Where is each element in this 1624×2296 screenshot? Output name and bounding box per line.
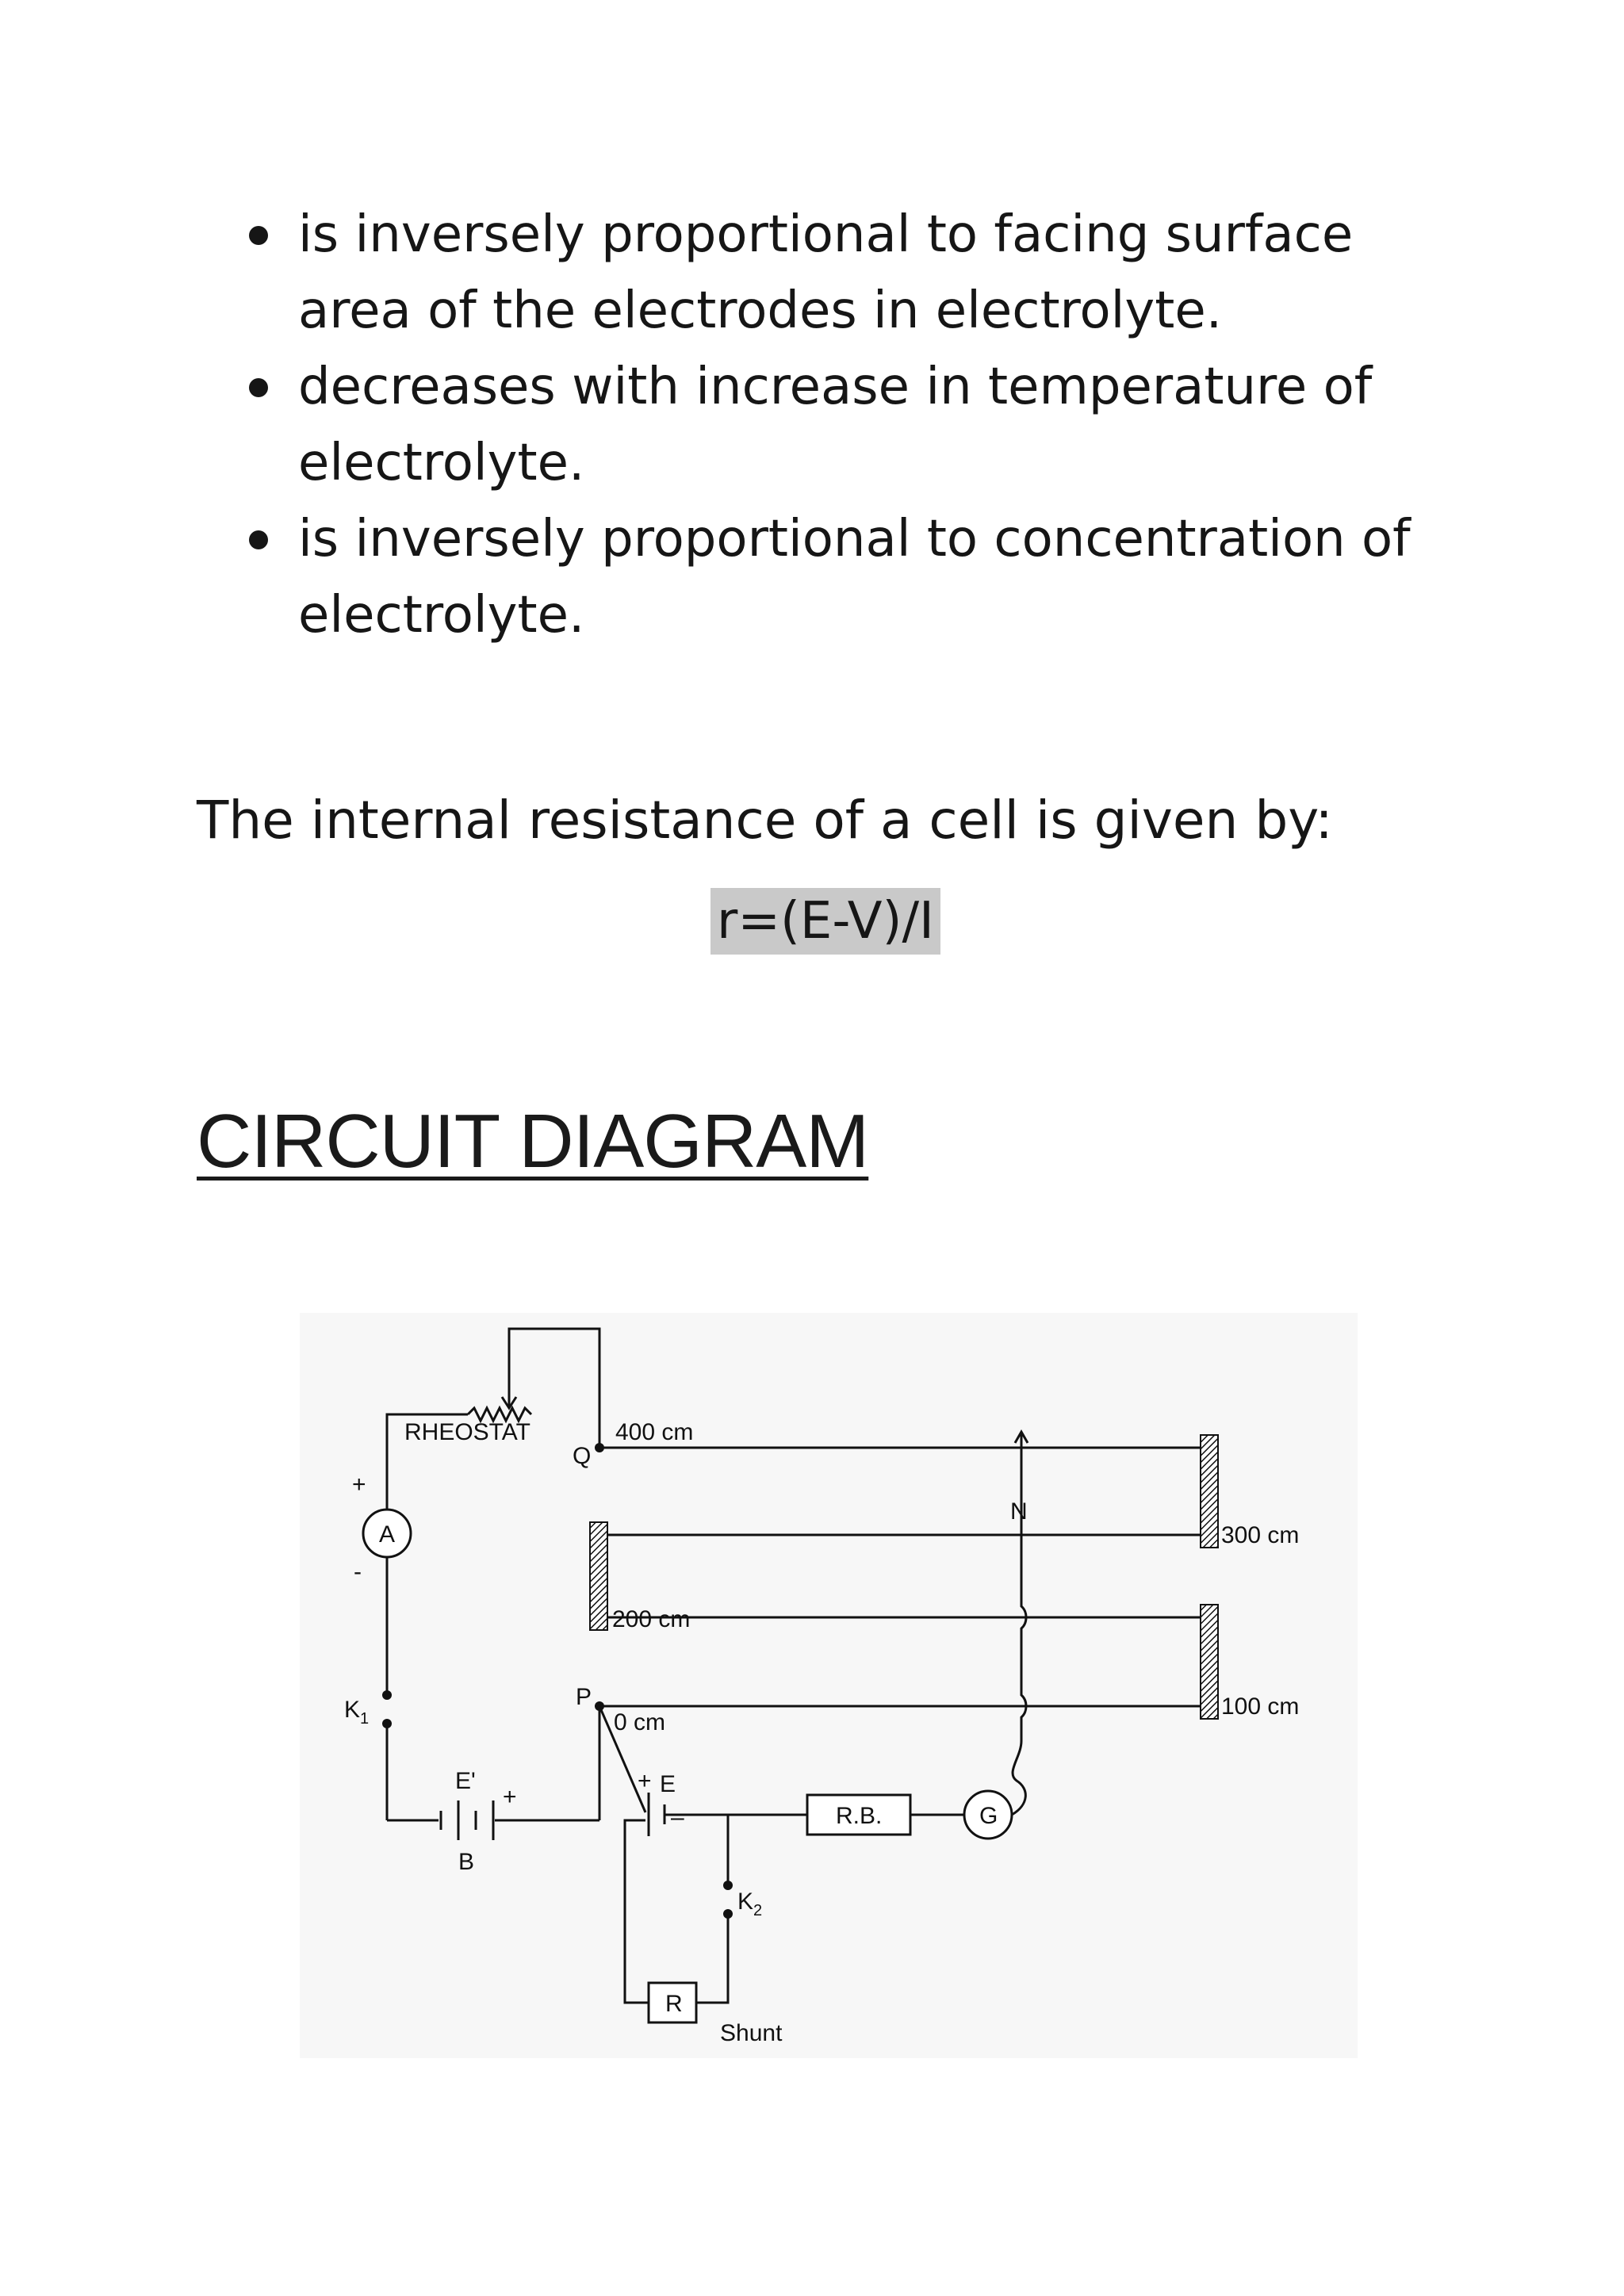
scale-0-label: 0 cm <box>614 1709 665 1735</box>
driver-cell-plus-label: + <box>503 1784 517 1810</box>
cell-plus-label: + <box>638 1768 652 1794</box>
scale-300-label: 300 cm <box>1221 1522 1299 1548</box>
shunt-label: Shunt <box>720 2020 783 2046</box>
left-wire-top <box>385 1413 468 1509</box>
rheostat-coil <box>466 1405 533 1424</box>
bullet-text: decreases with increase in temperature o… <box>298 358 1373 492</box>
shunt-resistor <box>647 1981 698 2024</box>
scale-400-label: 400 cm <box>615 1419 693 1445</box>
circuit-diagram-svg: RHEOSTAT Q 400 cm 300 cm 200 cm 100 cm 0… <box>344 1327 1299 2046</box>
key1-label: K1 <box>344 1697 369 1728</box>
resistance-box-label: R.B. <box>836 1803 882 1829</box>
point-p-terminal <box>595 1701 604 1711</box>
key2-label-sub: 2 <box>753 1902 762 1919</box>
rheostat-label: RHEOSTAT <box>404 1419 530 1445</box>
point-q-terminal <box>595 1443 604 1452</box>
point-p-label: P <box>576 1684 592 1710</box>
key2-terminal-bottom <box>723 1909 733 1919</box>
copper-strip-right-bottom <box>1200 1604 1219 1720</box>
point-n-label: N <box>1010 1498 1028 1525</box>
scale-200-label: 200 cm <box>612 1606 690 1632</box>
rheostat-slider-wire <box>508 1327 601 1448</box>
key1-label-sub: 1 <box>360 1710 369 1728</box>
bullet-text: is inversely proportional to concentrati… <box>298 510 1411 645</box>
shunt-wire-left <box>623 1819 649 2004</box>
key1-label-text: K <box>344 1697 360 1723</box>
property-bullet-list: is inversely proportional to facing surf… <box>238 197 1475 653</box>
rheostat-slider-arrow <box>500 1396 518 1410</box>
wire-g-to-n <box>1011 1432 1028 1816</box>
shunt-wire-right <box>696 1915 730 2004</box>
ammeter-plus-label: + <box>352 1471 366 1498</box>
key2-terminal-top <box>723 1881 733 1890</box>
ammeter-minus-label: - <box>354 1559 362 1585</box>
bullet-item: is inversely proportional to facing surf… <box>238 197 1475 349</box>
key1-terminal-top <box>382 1690 392 1700</box>
resistance-box <box>806 1793 912 1836</box>
intro-text: The internal resistance of a cell is giv… <box>197 790 1333 851</box>
bullet-dot-icon <box>249 226 268 245</box>
bullet-item: is inversely proportional to concentrati… <box>238 501 1475 653</box>
battery-label: B <box>458 1849 474 1875</box>
bullet-item: decreases with increase in temperature o… <box>238 349 1475 501</box>
scale-100-label: 100 cm <box>1221 1693 1299 1720</box>
galvanometer-label: G <box>979 1803 998 1829</box>
cell-label: E <box>660 1771 676 1797</box>
key2-label-text: K <box>737 1888 753 1915</box>
jockey-n-arrow <box>1013 1429 1029 1444</box>
copper-strip-right-top <box>1200 1434 1219 1548</box>
point-q-label: Q <box>573 1443 591 1469</box>
section-title: CIRCUIT DIAGRAM <box>197 1099 869 1184</box>
circuit-diagram: RHEOSTAT Q 400 cm 300 cm 200 cm 100 cm 0… <box>300 1313 1358 2058</box>
driver-cell-label: E' <box>455 1768 476 1794</box>
key2-label: K2 <box>737 1888 762 1919</box>
bullet-text: is inversely proportional to facing surf… <box>298 205 1354 340</box>
formula: r=(E-V)/I <box>710 888 940 955</box>
resistor-label: R <box>665 1991 683 2017</box>
bullet-dot-icon <box>249 530 268 549</box>
cell-minus-label: – <box>671 1804 684 1831</box>
key1-terminal-bottom <box>382 1719 392 1728</box>
copper-strip-left <box>589 1521 608 1631</box>
jockey-wire <box>598 1705 647 1813</box>
bullet-dot-icon <box>249 378 268 397</box>
ammeter-label: A <box>379 1521 395 1548</box>
